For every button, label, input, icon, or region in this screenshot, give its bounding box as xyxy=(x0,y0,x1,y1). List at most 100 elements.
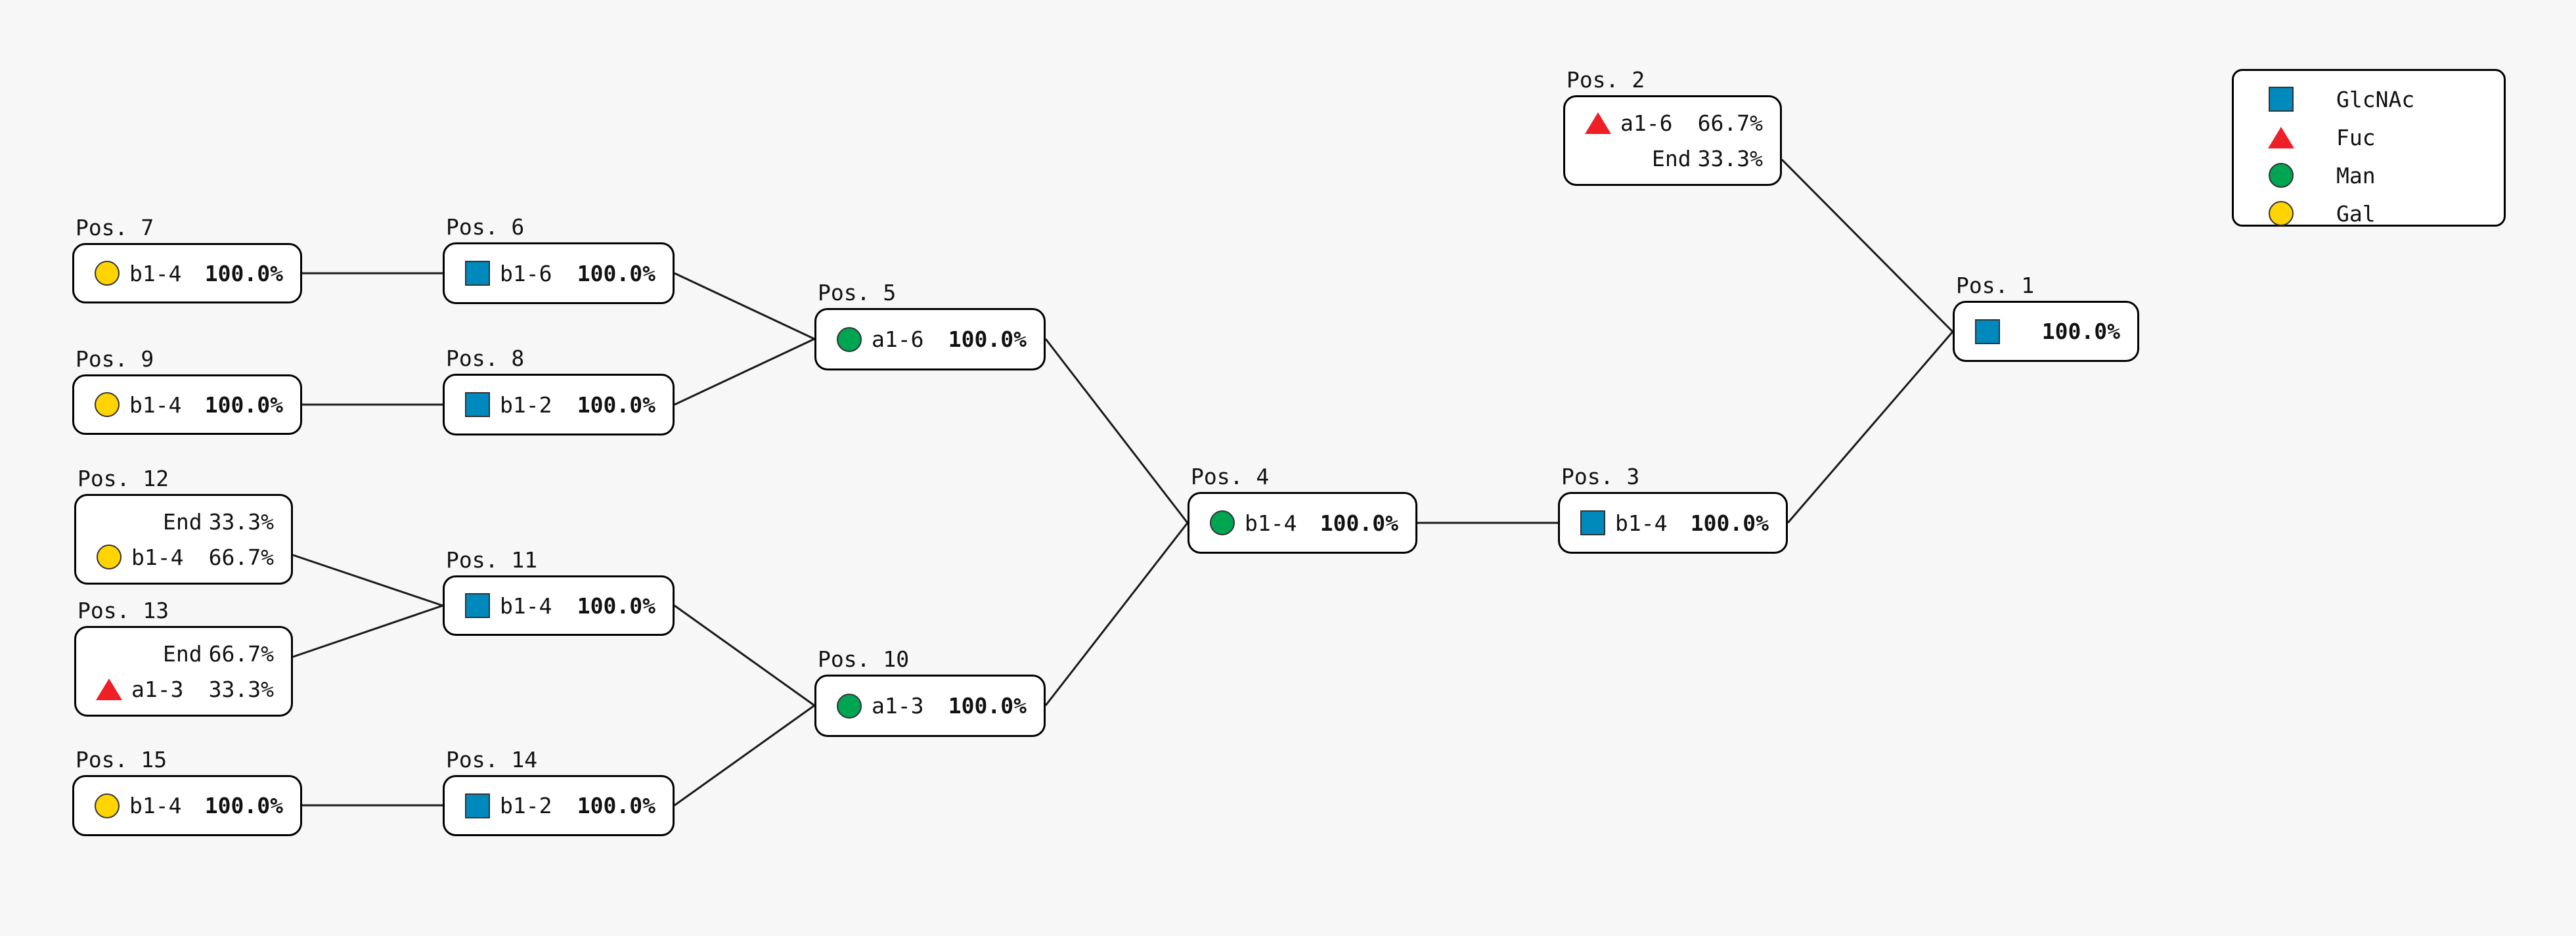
row-glyph xyxy=(459,791,496,821)
row-glyph xyxy=(89,258,125,288)
legend-item-fuc: Fuc xyxy=(2234,118,2504,156)
row-glyph xyxy=(89,791,125,821)
edge-pos2-to-pos1 xyxy=(1781,158,1954,333)
node-position-label: Pos. 1 xyxy=(1956,273,2035,298)
linkage-label: b1-4 xyxy=(131,544,184,570)
monosaccharide-circle-icon xyxy=(2269,163,2294,188)
node-row: b1-4 100.0% xyxy=(1560,505,1786,541)
node-position-label: Pos. 8 xyxy=(446,345,525,371)
node-position-label: Pos. 9 xyxy=(76,346,154,372)
linkage-label: End xyxy=(163,508,202,535)
node-position-label: Pos. 12 xyxy=(78,466,169,491)
node-position-label: Pos. 6 xyxy=(446,214,525,240)
node-position-label: Pos. 11 xyxy=(446,547,538,573)
node-position-label: Pos. 15 xyxy=(76,747,167,772)
legend-glyph xyxy=(2263,85,2299,114)
edge-pos14-to-pos10 xyxy=(674,704,815,807)
edge-pos10-to-pos4 xyxy=(1044,522,1189,706)
legend-label: Gal xyxy=(2336,200,2376,227)
node-position-label: Pos. 4 xyxy=(1191,464,1270,489)
percentage-value: 66.7% xyxy=(208,640,274,667)
row-glyph xyxy=(89,390,125,420)
edge-pos13-to-pos11 xyxy=(292,604,443,658)
node-row: b1-4 100.0% xyxy=(1189,505,1415,541)
linkage-label: a1-3 xyxy=(131,676,184,702)
node-row: 100.0% xyxy=(1955,314,2137,349)
monosaccharide-circle-icon xyxy=(2269,201,2294,226)
node-pos6[interactable]: Pos. 6 b1-6 100.0% xyxy=(443,214,675,304)
edge-pos3-to-pos1 xyxy=(1787,331,1954,524)
node-row: b1-4 100.0% xyxy=(74,256,300,291)
node-position-label: Pos. 2 xyxy=(1566,67,1645,93)
legend-label: Man xyxy=(2336,162,2376,189)
percentage-value: 100.0% xyxy=(948,326,1027,352)
edge-pos6-to-pos5 xyxy=(674,272,815,340)
linkage-label: b1-4 xyxy=(1615,510,1668,536)
monosaccharide-circle-icon xyxy=(95,392,120,417)
linkage-label: a1-3 xyxy=(872,693,924,719)
legend-item-glcnac: GlcNAc xyxy=(2234,80,2504,118)
node-position-label: Pos. 5 xyxy=(818,280,897,305)
percentage-value: 100.0% xyxy=(1320,510,1398,536)
fuc-triangle-icon xyxy=(96,678,122,700)
node-pos7[interactable]: Pos. 7 b1-4 100.0% xyxy=(72,215,302,303)
linkage-label: b1-2 xyxy=(500,793,552,818)
node-pos3[interactable]: Pos. 3 b1-4 100.0% xyxy=(1558,464,1788,554)
percentage-value: 100.0% xyxy=(577,260,655,286)
monosaccharide-circle-icon xyxy=(97,545,122,569)
monosaccharide-circle-icon xyxy=(837,326,862,352)
percentage-value: 33.3% xyxy=(208,508,274,535)
row-glyph xyxy=(831,324,868,355)
percentage-value: 100.0% xyxy=(577,592,655,619)
percentage-value: 100.0% xyxy=(204,793,283,818)
percentage-value: 100.0% xyxy=(2041,319,2120,344)
linkage-label: b1-2 xyxy=(500,391,552,418)
monosaccharide-circle-icon xyxy=(1210,510,1235,535)
legend-item-gal: Gal xyxy=(2234,194,2504,233)
node-position-label: Pos. 13 xyxy=(78,598,169,623)
glcnac-square-icon xyxy=(2269,87,2294,112)
glcnac-square-icon xyxy=(465,261,490,286)
node-position-label: Pos. 7 xyxy=(76,215,154,240)
fuc-triangle-icon xyxy=(1585,112,1611,134)
edge-pos11-to-pos10 xyxy=(674,604,815,707)
linkage-label: b1-6 xyxy=(500,260,552,286)
node-position-label: Pos. 10 xyxy=(818,646,910,672)
percentage-value: 100.0% xyxy=(204,260,283,286)
percentage-value: 100.0% xyxy=(1690,510,1769,536)
monosaccharide-circle-icon xyxy=(837,693,862,719)
node-position-label: Pos. 3 xyxy=(1561,464,1640,489)
linkage-label: End xyxy=(1652,145,1691,171)
row-glyph xyxy=(91,506,127,537)
linkage-label: b1-4 xyxy=(129,260,182,286)
fuc-triangle-icon xyxy=(2268,126,2294,148)
glcnac-square-icon xyxy=(465,793,490,818)
percentage-value: 66.7% xyxy=(1697,110,1763,136)
linkage-label: b1-4 xyxy=(1245,510,1297,536)
row-glyph xyxy=(459,591,496,621)
glcnac-square-icon xyxy=(1975,319,2000,344)
node-pos4[interactable]: Pos. 4 b1-4 100.0% xyxy=(1188,464,1417,554)
row-glyph xyxy=(1580,143,1616,173)
row-glyph xyxy=(459,258,496,288)
